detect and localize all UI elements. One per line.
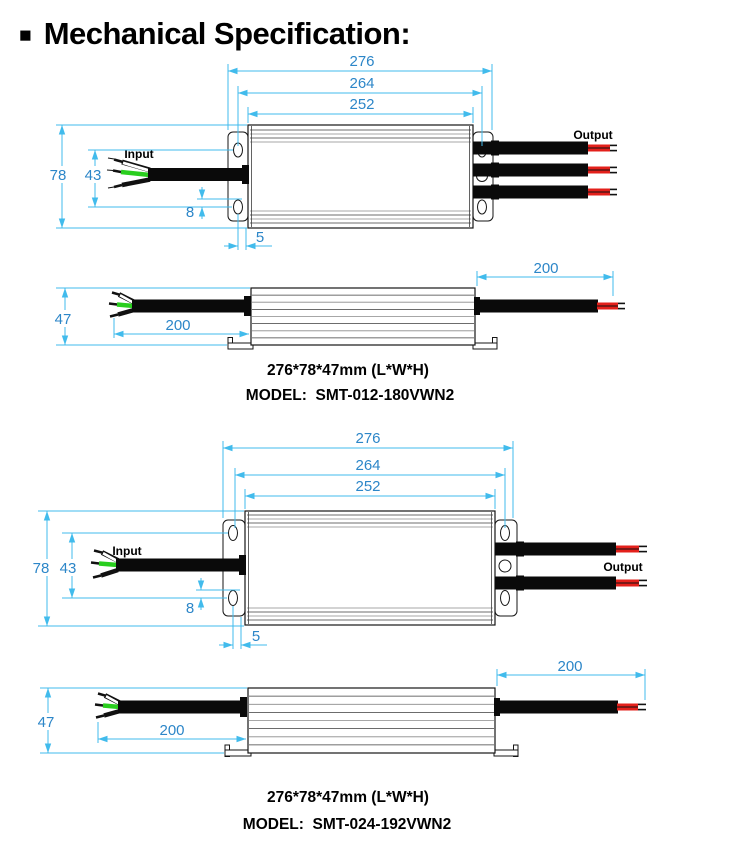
dim-input-cable-length-1: [113, 318, 249, 338]
dim-height-2-label: 47: [38, 714, 55, 731]
input-cable-side-1: [108, 291, 251, 318]
dim-input-cable-length-1-label: 200: [165, 317, 190, 334]
mounting-feet-1: [227, 337, 498, 350]
dim-hole-offset-2: [196, 578, 240, 610]
output-cable-side-2: [494, 698, 646, 716]
driver-body-side-1: [250, 287, 476, 346]
output-cables-1: [473, 140, 617, 200]
dim-body-length-2: [244, 489, 496, 509]
dim-flange-offset-2: [219, 606, 267, 649]
dim-overall-length-1-label: 276: [349, 53, 374, 70]
model-caption-1: MODEL: SMT-012-180VWN2: [246, 387, 454, 404]
dim-hole-offset-2-label: 8: [186, 600, 194, 617]
dim-hole-offset-1-label: 8: [186, 204, 194, 221]
dim-hole-span-length-2-label: 264: [355, 457, 380, 474]
driver-body-2: [244, 510, 496, 626]
dim-body-length-1-label: 252: [349, 96, 374, 113]
input-cable-side-2: [94, 692, 247, 719]
dim-input-cable-length-2-label: 200: [159, 722, 184, 739]
dim-output-cable-length-1-label: 200: [533, 260, 558, 277]
dim-overall-length-2-label: 276: [355, 430, 380, 447]
dim-overall-width-1-label: 78: [50, 167, 67, 184]
size-caption-2: 276*78*47mm (L*W*H): [267, 789, 429, 806]
dim-body-length-2-label: 252: [355, 478, 380, 495]
top-view-model-2: Input Output 276: [30, 430, 647, 649]
dim-height-1: [56, 287, 250, 346]
side-view-model-1: 47 200 200: [50, 260, 625, 350]
top-view-model-1: Input Outpu: [46, 53, 617, 250]
dim-hole-span-width-1-label: 43: [85, 167, 102, 184]
dim-flange-offset-1: [224, 214, 272, 250]
input-cable-2: [90, 549, 246, 579]
dim-overall-length-1: [227, 64, 493, 130]
output-label-2: Output: [603, 560, 642, 574]
dim-hole-span-length-1: [237, 86, 483, 146]
dim-hole-span-width-2-label: 43: [60, 560, 77, 577]
dim-overall-length-2: [222, 441, 514, 518]
dim-output-cable-length-2-label: 200: [557, 658, 582, 675]
size-caption-1: 276*78*47mm (L*W*H): [267, 362, 429, 379]
model-caption-2: MODEL: SMT-024-192VWN2: [243, 816, 451, 833]
input-label-2: Input: [112, 544, 141, 558]
dim-hole-span-length-1-label: 264: [349, 75, 374, 92]
output-label-1: Output: [573, 128, 612, 142]
dim-overall-width-2-label: 78: [33, 560, 50, 577]
dim-hole-span-length-2: [234, 468, 506, 528]
page-title: ■ Mechanical Specification:: [19, 16, 411, 52]
input-cable-1: [106, 157, 249, 189]
dim-height-2: [40, 687, 247, 754]
side-view-model-2: 47 200 200: [33, 658, 646, 757]
dim-output-cable-length-2: [496, 669, 646, 700]
output-cable-side-1: [474, 297, 625, 315]
dim-flange-offset-2-label: 5: [252, 628, 260, 645]
dim-body-length-1: [247, 107, 474, 123]
dim-output-cable-length-1: [476, 271, 614, 296]
dim-hole-offset-1: [197, 187, 242, 219]
driver-body-side-2: [247, 687, 496, 754]
input-label-1: Input: [124, 147, 153, 161]
title-bullet-icon: ■: [19, 23, 32, 47]
output-cables-2: [495, 541, 647, 591]
driver-body-1: [247, 124, 474, 229]
page-title-text: Mechanical Specification:: [43, 16, 411, 51]
dim-height-1-label: 47: [55, 311, 72, 328]
dim-input-cable-length-2: [97, 722, 246, 743]
dim-flange-offset-1-label: 5: [256, 229, 264, 246]
